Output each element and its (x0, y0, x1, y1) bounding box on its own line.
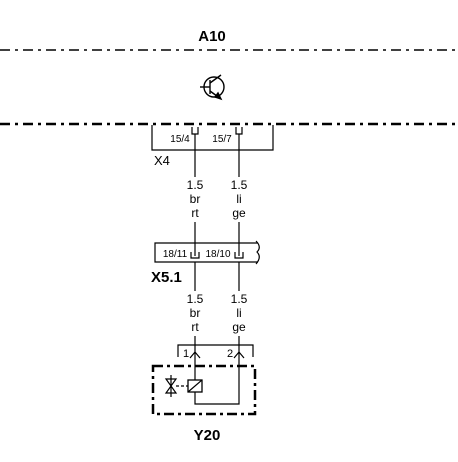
wire-color-1: li (236, 192, 241, 206)
connector-x51: 18/11 18/10 X5.1 (151, 240, 260, 286)
wire-color-1: br (190, 192, 201, 206)
wire-color-2: ge (232, 320, 246, 334)
connector-x4: 15/4 15/7 X4 (151, 125, 274, 168)
connector-x51-label: X5.1 (151, 269, 182, 286)
y20-connector-bracket (177, 344, 254, 357)
wire-size: 1.5 (231, 292, 248, 306)
valve-icon (164, 375, 178, 397)
module-a10-label: A10 (198, 28, 226, 45)
transistor-icon (200, 74, 225, 101)
connector-x51-break-mark (255, 240, 260, 265)
upper-wire-1-labels: 1.5 br rt (187, 178, 204, 220)
component-y20-label: Y20 (194, 427, 221, 444)
y20-housing-boundary (151, 364, 257, 416)
component-y20: 1 2 Y20 (151, 344, 257, 444)
wire-color-1: br (190, 306, 201, 320)
x4-pin-label-2: 15/7 (212, 134, 232, 145)
x51-pin-label-2: 18/10 (205, 249, 230, 260)
wire-size: 1.5 (231, 178, 248, 192)
y20-pin-label-2: 2 (227, 348, 233, 360)
upper-wires (194, 140, 240, 243)
x4-pin-2-icon (235, 127, 243, 140)
wire-color-2: rt (191, 320, 199, 334)
connector-x4-bracket (151, 125, 274, 151)
wire-size: 1.5 (187, 292, 204, 306)
x4-pin-label-1: 15/4 (170, 134, 190, 145)
connector-x4-label: X4 (154, 153, 170, 168)
module-a10: A10 (0, 28, 458, 126)
lower-wire-2-labels: 1.5 li ge (231, 292, 248, 334)
x4-pin-1-icon (191, 127, 199, 140)
wire-size: 1.5 (187, 178, 204, 192)
y20-internal-wiring (194, 352, 240, 405)
wire-color-1: li (236, 306, 241, 320)
lower-wires (194, 262, 240, 352)
lower-wire-1-labels: 1.5 br rt (187, 292, 204, 334)
wire-color-2: rt (191, 206, 199, 220)
wire-color-2: ge (232, 206, 246, 220)
x51-pin-2-icon (234, 243, 244, 259)
x51-pin-label-1: 18/11 (163, 249, 188, 260)
upper-wire-2-labels: 1.5 li ge (231, 178, 248, 220)
solenoid-coil-diagonal (187, 379, 203, 393)
connector-x51-box (154, 242, 258, 263)
y20-pin-label-1: 1 (183, 348, 189, 360)
x51-pin-1-icon (190, 243, 200, 259)
